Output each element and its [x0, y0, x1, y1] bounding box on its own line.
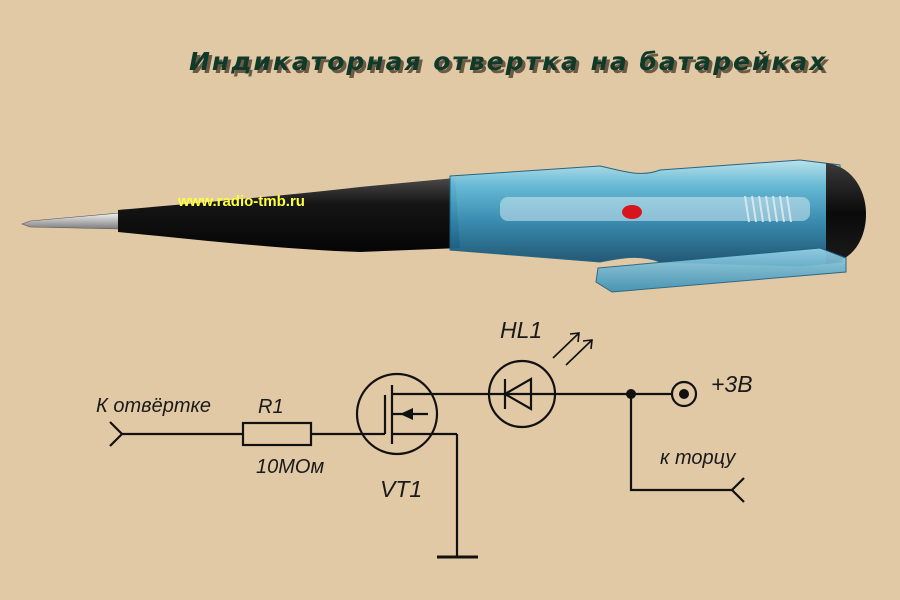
- spring-icon: [744, 195, 792, 223]
- led-symbol: [487, 359, 557, 429]
- handle-inner-tube: [500, 197, 810, 221]
- watermark-url: www.radio-tmb.ru: [177, 193, 305, 210]
- led-ref: HL1: [500, 317, 542, 343]
- screwdriver-tip: [21, 212, 121, 230]
- light-emission-arrows-icon: [552, 332, 593, 366]
- input-label: К отвёртке: [96, 395, 211, 417]
- end-label: к торцу: [660, 447, 736, 469]
- mosfet-symbol: [355, 372, 457, 456]
- indicator-led-icon: [622, 205, 642, 219]
- transistor-ref: VT1: [380, 476, 422, 502]
- resistor-ref: R1: [258, 396, 284, 418]
- resistor-value: 10МОм: [256, 456, 324, 478]
- screwdriver-clip: [595, 247, 847, 293]
- wire-end-terminal: [629, 394, 732, 492]
- title-shadow: Индикаторная отвертка на батарейках: [192, 50, 830, 79]
- resistor-symbol: [241, 421, 313, 447]
- input-terminal-symbol: [109, 421, 124, 447]
- screwdriver-photo: www.radio-tmb.ru: [21, 159, 866, 293]
- screwdriver-shaft: [118, 178, 460, 252]
- supply-terminal-symbol: [670, 380, 698, 408]
- page-title: Индикаторная отвертка на батарейках: [189, 47, 827, 76]
- title-group: Индикаторная отвертка на батарейках Инди…: [189, 47, 830, 79]
- end-terminal-symbol: [730, 477, 745, 503]
- schematic: К отвёртке R1 10МОм VT1: [96, 317, 753, 559]
- screwdriver-end-cap: [826, 163, 866, 264]
- supply-label: +3В: [711, 371, 753, 397]
